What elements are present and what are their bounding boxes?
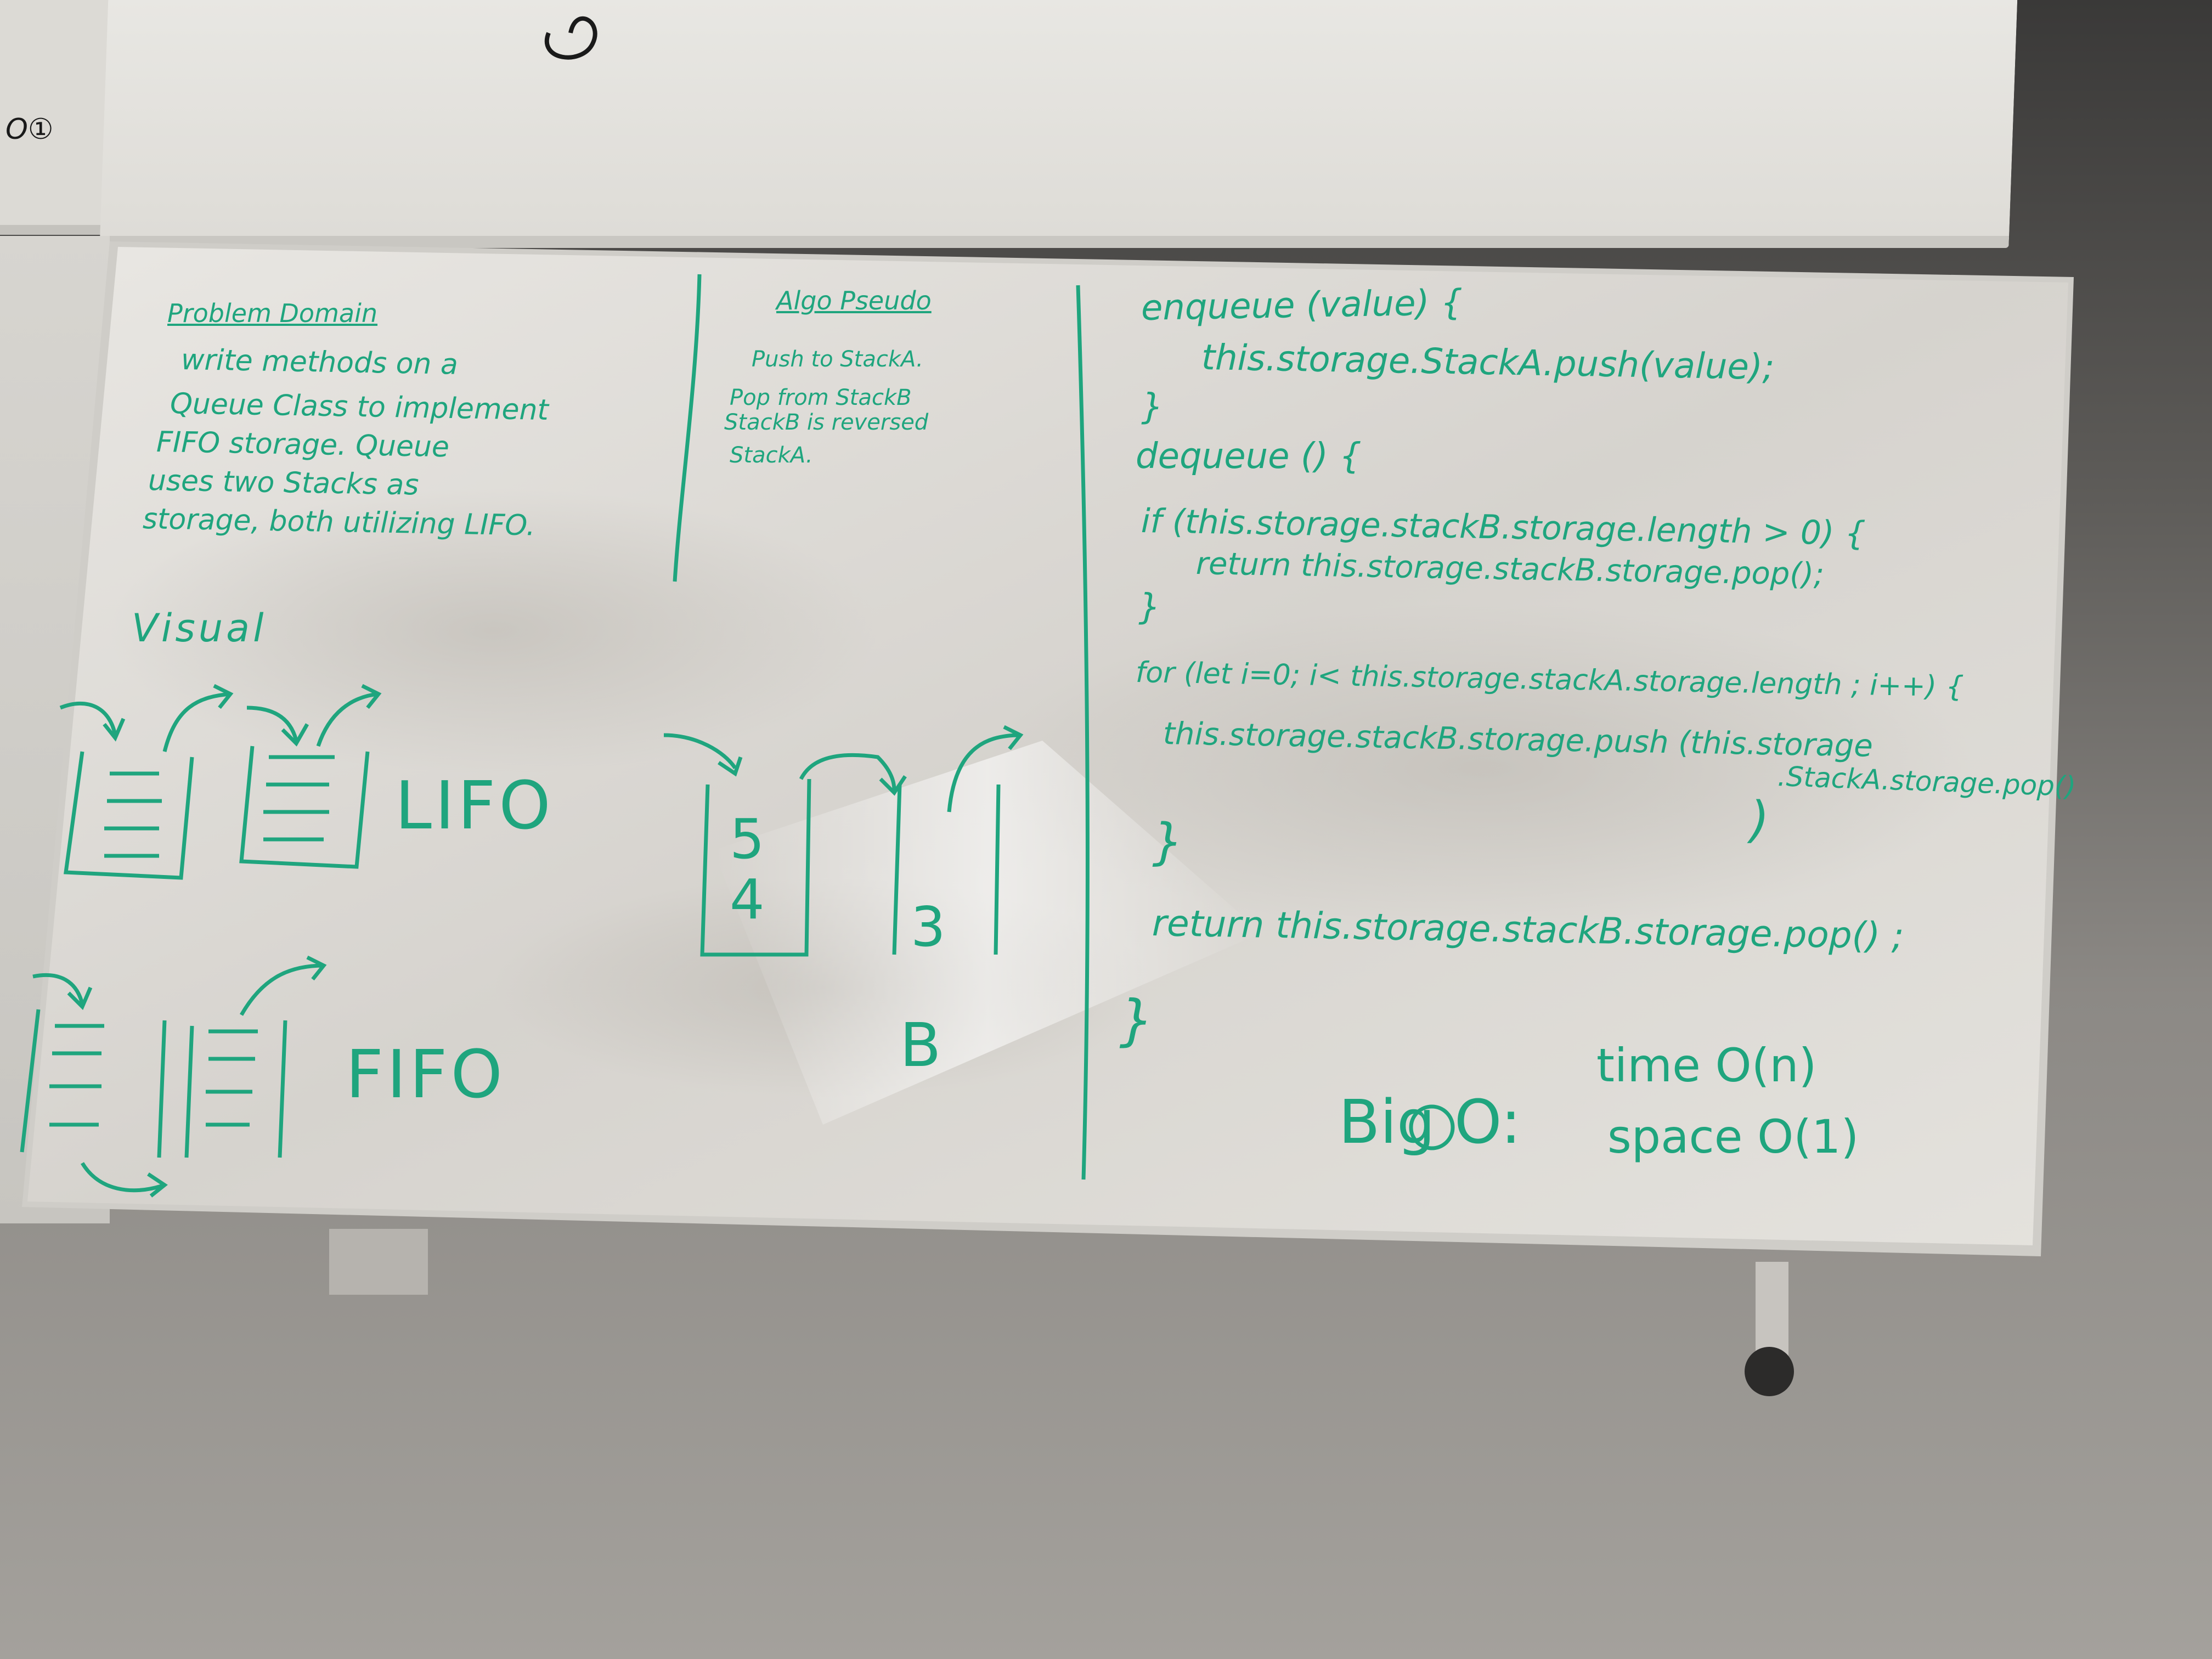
- problem-line-1: write methods on a: [180, 343, 459, 381]
- problem-line-3: FIFO storage. Queue: [156, 426, 450, 464]
- code-line-1: enqueue (value) {: [1141, 282, 1464, 329]
- top-left-whiteboard: [0, 0, 110, 235]
- divider-1: [673, 274, 702, 582]
- code-line-14: }: [1119, 988, 1154, 1052]
- visual-heading: Visual: [132, 606, 267, 651]
- problem-domain-heading: Problem Domain: [167, 298, 378, 328]
- algo-line-3: StackB is reversed: [724, 410, 929, 435]
- divider-2: [1076, 285, 1090, 1180]
- problem-line-5: storage, both utilizing LIFO.: [142, 503, 536, 543]
- algo-line-2: Pop from StackB: [730, 385, 912, 410]
- glare: [713, 741, 1262, 1125]
- algo-heading: Algo Pseudo: [776, 286, 932, 315]
- queue-diagram: [663, 725, 1024, 957]
- algo-line-4: StackA.: [730, 443, 813, 468]
- lifo-diagram: [59, 684, 382, 880]
- code-line-12: }: [1152, 813, 1184, 871]
- stack-item-4: 4: [730, 867, 768, 932]
- lifo-label: LIFO: [395, 768, 554, 844]
- fifo-diagram: [20, 955, 327, 1198]
- big-o-space: space O(1): [1607, 1110, 1859, 1164]
- big-o-time: time O(n): [1596, 1039, 1817, 1092]
- stack-b-label: B: [900, 1010, 945, 1080]
- big-o-label: Big O:: [1339, 1087, 1521, 1157]
- problem-line-4: uses two Stacks as: [148, 464, 419, 502]
- fifo-label: FIFO: [346, 1037, 506, 1113]
- code-line-4: dequeue () {: [1136, 436, 1362, 477]
- top-board-scribble: [545, 16, 597, 60]
- code-line-3: }: [1141, 387, 1164, 427]
- code-line-2: this.storage.StackA.push(value);: [1201, 337, 1775, 388]
- stack-item-5: 5: [730, 807, 768, 871]
- code-line-11: ): [1750, 791, 1770, 849]
- problem-line-2: Queue Class to implement: [170, 387, 549, 427]
- stack-item-3: 3: [911, 895, 949, 959]
- code-line-7: }: [1138, 587, 1161, 628]
- corner-text: O①: [5, 113, 54, 146]
- algo-line-1: Push to StackA.: [752, 347, 923, 372]
